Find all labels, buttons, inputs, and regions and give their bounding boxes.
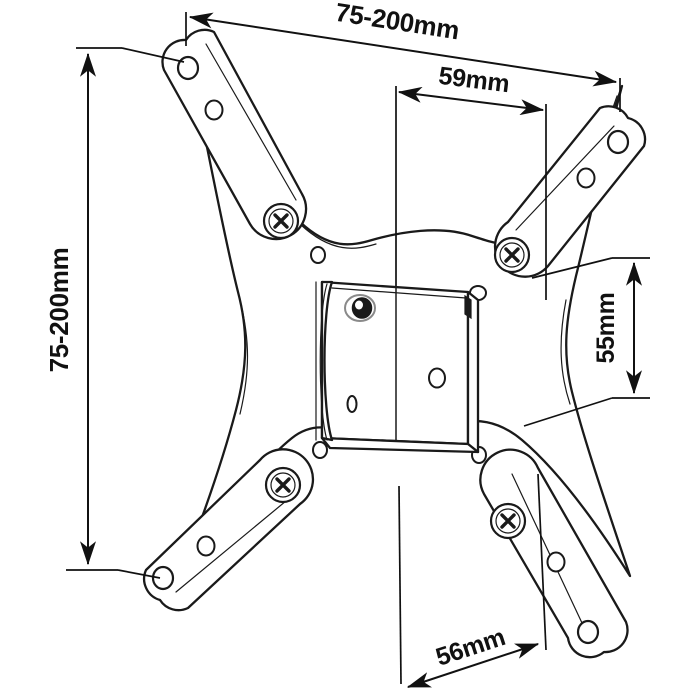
- arm-top-right: [493, 105, 647, 278]
- dimension-horizontal-vesa-range: 75-200mm: [185, 0, 621, 112]
- dim-label-75-200mm-top: 75-200mm: [333, 0, 461, 45]
- pivot-screw-bottom-right: [489, 502, 527, 540]
- pivot-screw-top-left: [262, 202, 300, 240]
- dim-label-56mm: 56mm: [432, 623, 508, 672]
- dim-label-55mm: 55mm: [592, 292, 620, 363]
- bracket-bolt: [344, 294, 376, 322]
- center-mounting-bracket: [315, 280, 480, 454]
- dimension-vertical-vesa-range: 75-200mm: [44, 47, 185, 579]
- dim-label-75-200mm-left: 75-200mm: [44, 248, 74, 373]
- arm-bottom-right: [479, 448, 629, 659]
- pivot-screw-bottom-left: [264, 466, 302, 504]
- dim-label-59mm: 59mm: [437, 62, 511, 98]
- dimension-plate-height: 55mm: [523, 257, 650, 427]
- pivot-screw-top-right: [493, 236, 531, 274]
